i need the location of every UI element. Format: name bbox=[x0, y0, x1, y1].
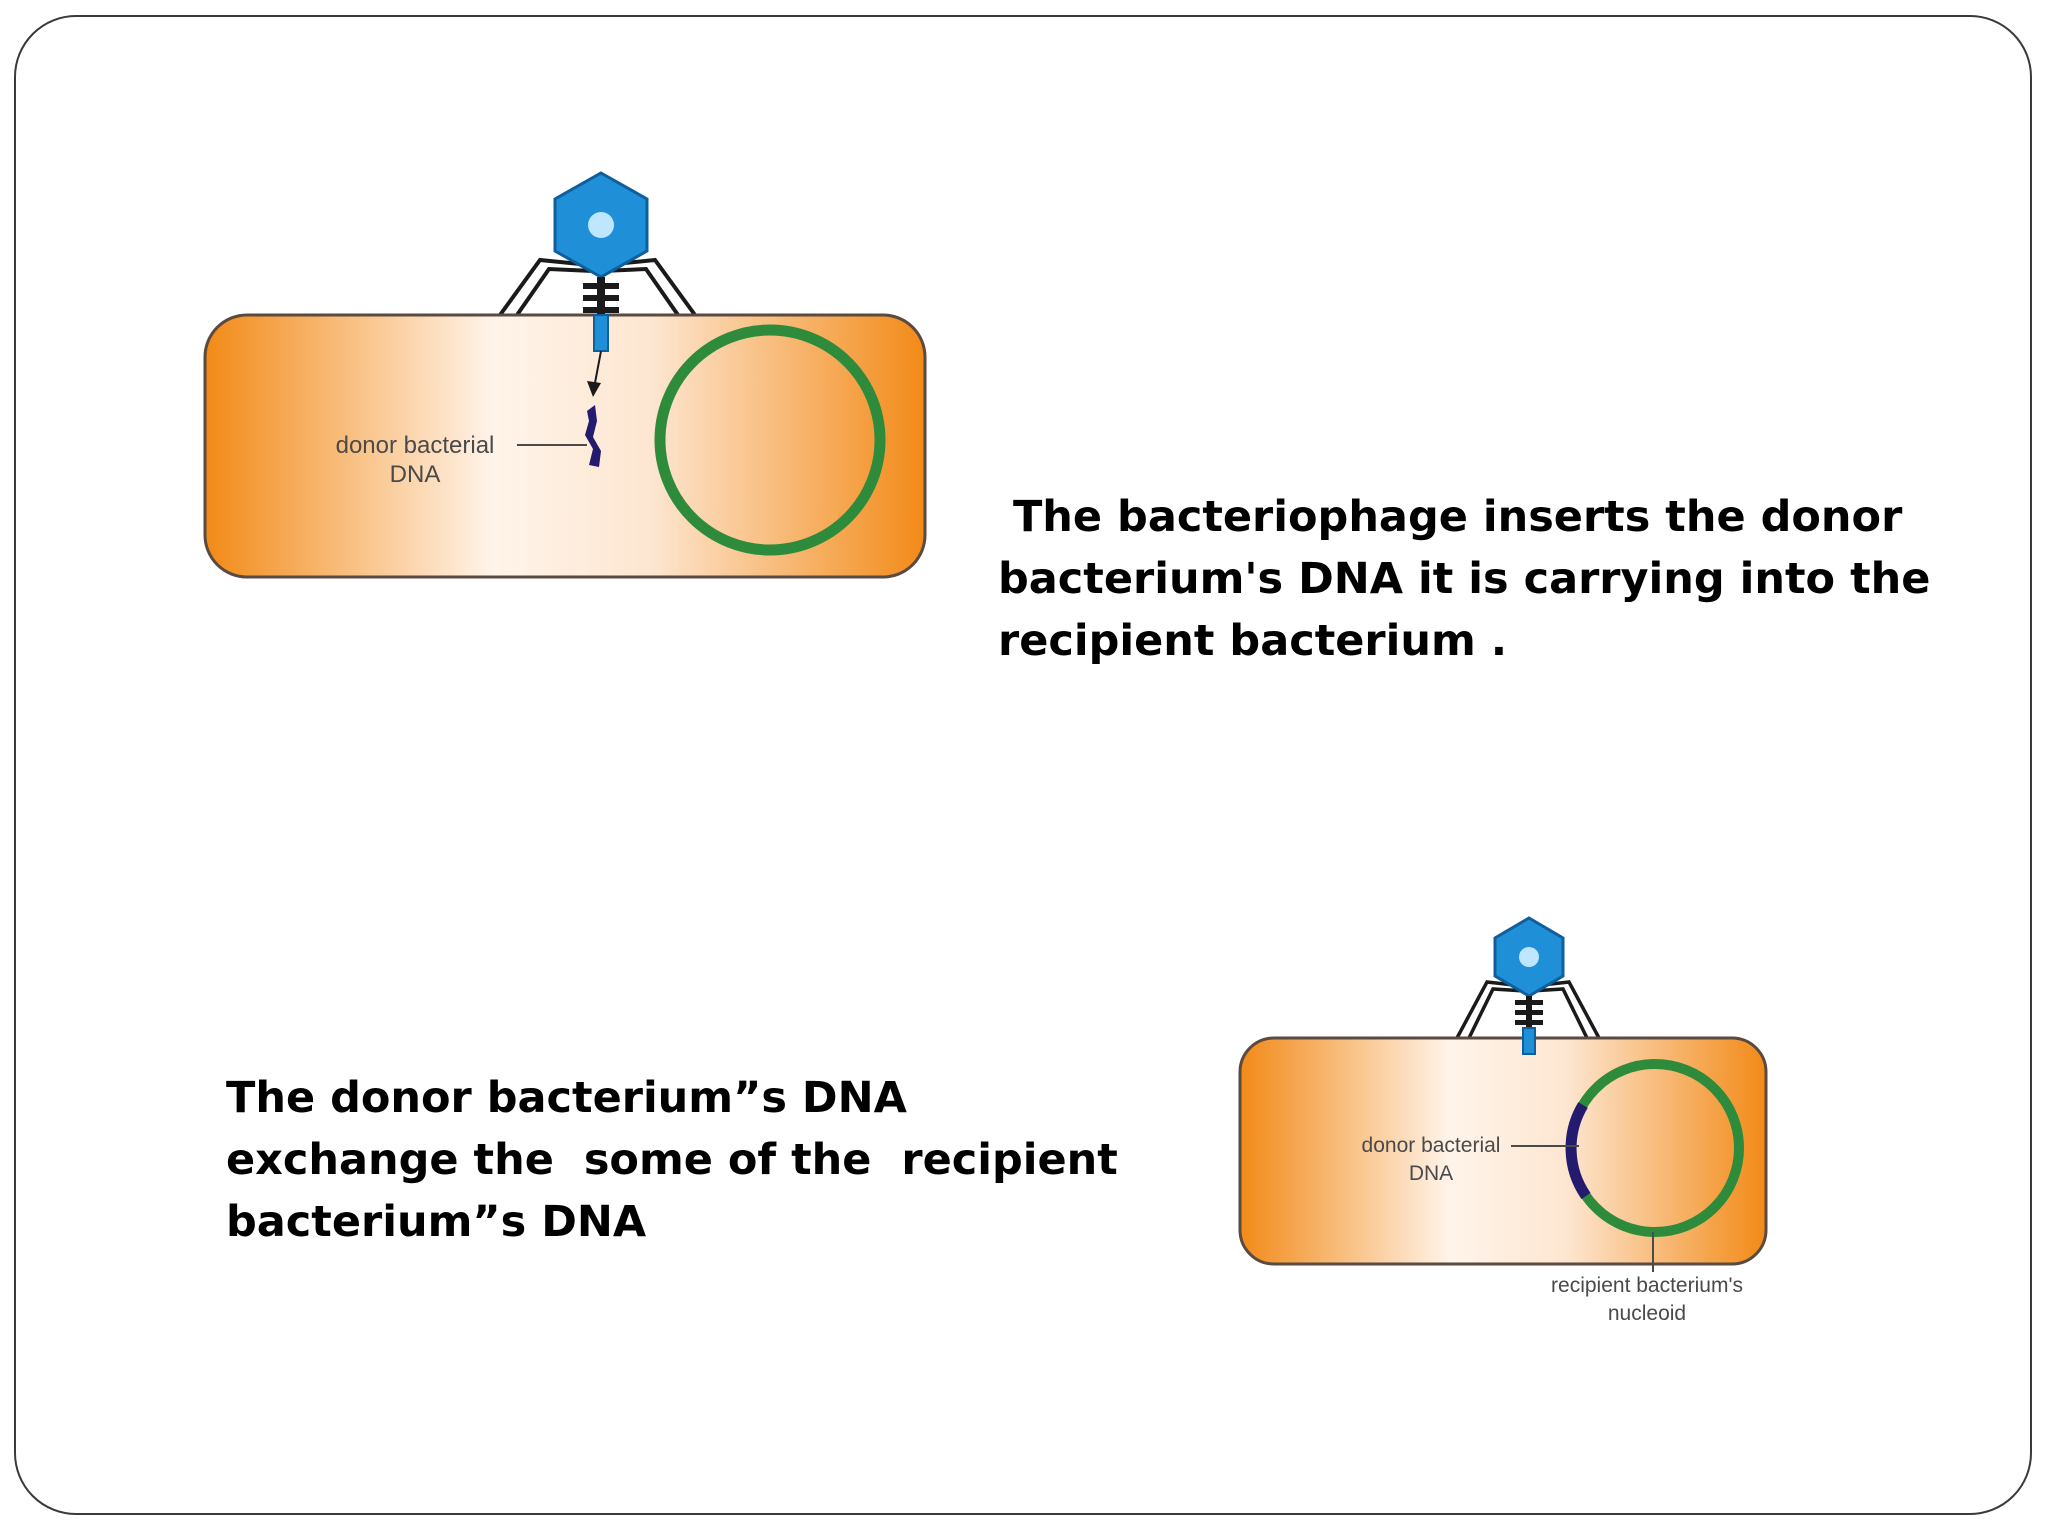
phage-head-highlight bbox=[588, 212, 614, 238]
donor-dna-label: donor bacterial bbox=[336, 432, 495, 459]
injection-arrow bbox=[594, 350, 602, 384]
bacterium-cell-2 bbox=[1238, 1036, 1768, 1266]
caption-bottom-line-1: The donor bacterium”s DNA bbox=[226, 1073, 907, 1123]
phage-legs-2 bbox=[1455, 980, 1601, 1039]
recipient-nucleoid-ring bbox=[654, 324, 886, 556]
caption-top-line-2: bacterium's DNA it is carrying into the bbox=[998, 554, 1931, 604]
phage-tail-2 bbox=[1515, 996, 1543, 1055]
phage-head-highlight-2 bbox=[1519, 947, 1539, 967]
caption-top-line-1: The bacteriophage inserts the donor bbox=[998, 492, 1903, 542]
caption-top: The bacteriophage inserts the donor bact… bbox=[998, 486, 1930, 672]
caption-bottom-line-2: exchange the some of the recipient bbox=[226, 1135, 1118, 1185]
injection-arrowhead bbox=[587, 381, 601, 397]
nucleoid-label: recipient bacterium's bbox=[1551, 1274, 1743, 1297]
caption-top-line-3: recipient bacterium . bbox=[998, 616, 1508, 666]
donor-dna-label-line2: DNA bbox=[390, 461, 441, 488]
caption-bottom-line-3: bacterium”s DNA bbox=[226, 1197, 647, 1247]
nucleoid-label-line2: nucleoid bbox=[1608, 1302, 1686, 1325]
integrated-donor-segment bbox=[1565, 1102, 1591, 1200]
donor-dna-fragment bbox=[585, 405, 601, 467]
caption-bottom: The donor bacterium”s DNA exchange the s… bbox=[226, 1067, 1118, 1253]
donor-dna-label-2-line2: DNA bbox=[1409, 1162, 1453, 1185]
diagram-recombination: donor bacterial DNA recipient bacterium'… bbox=[1238, 916, 1768, 1325]
phage-tail bbox=[583, 277, 619, 352]
donor-dna-label-2: donor bacterial bbox=[1362, 1134, 1501, 1157]
diagram-phage-injection: donor bacterial DNA bbox=[203, 171, 927, 579]
